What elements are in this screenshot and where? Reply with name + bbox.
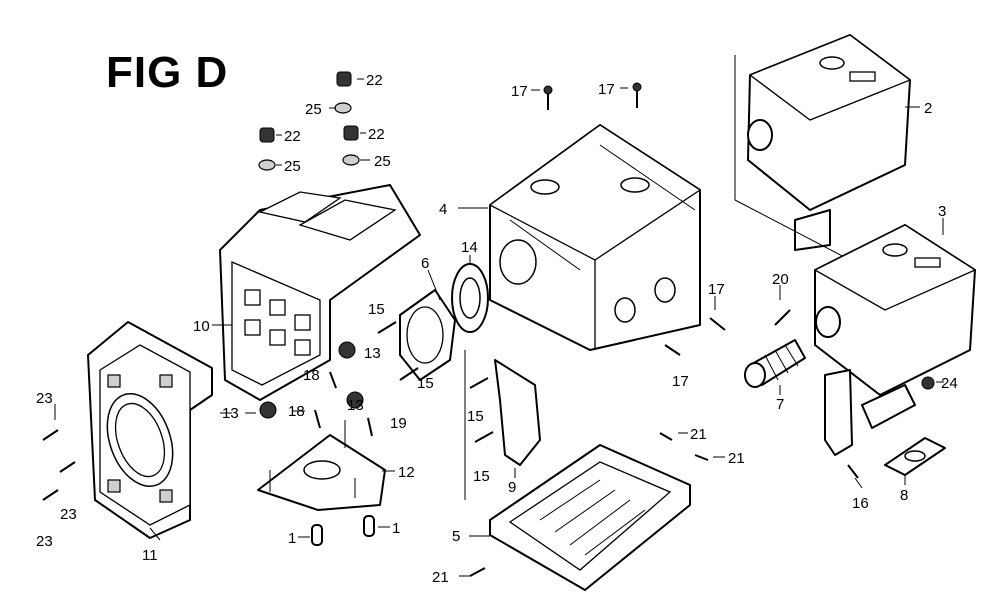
callout-4: 4 <box>439 201 447 218</box>
callout-18: 18 <box>303 367 320 384</box>
callout-11: 11 <box>142 547 158 564</box>
part-2-muffler <box>734 34 912 261</box>
callout-17: 17 <box>708 281 725 298</box>
callout-22: 22 <box>366 72 383 89</box>
callout-23: 23 <box>36 390 53 407</box>
callout-1: 1 <box>392 520 400 537</box>
callout-21: 21 <box>432 569 449 586</box>
part-9-bracket <box>464 350 541 500</box>
part-6-cover <box>399 289 456 381</box>
part-7-spark-arrester <box>744 339 806 388</box>
part-12-mounting-plate <box>257 420 386 511</box>
callout-13: 13 <box>222 405 239 422</box>
part-5-guard <box>489 444 691 591</box>
callout-leaders <box>54 78 944 577</box>
callout-21: 21 <box>728 450 745 467</box>
figure-title: FIG D <box>106 48 229 97</box>
callout-15: 15 <box>473 468 490 485</box>
part-11-base-plate <box>87 321 213 539</box>
fasteners-nuts-washers <box>258 71 935 419</box>
callout-5: 5 <box>452 528 460 545</box>
callout-24: 24 <box>941 375 958 392</box>
callout-2: 2 <box>924 100 932 117</box>
callout-21: 21 <box>690 426 707 443</box>
callout-16: 16 <box>852 495 869 512</box>
callout-23: 23 <box>36 533 53 550</box>
callout-15: 15 <box>368 301 385 318</box>
callout-22: 22 <box>368 126 385 143</box>
callout-25: 25 <box>305 101 322 118</box>
callout-14: 14 <box>461 239 478 256</box>
callout-18: 18 <box>288 403 305 420</box>
callout-labels: 22 25 22 25 22 25 17 17 4 2 3 6 14 20 17… <box>36 72 958 586</box>
callout-13: 13 <box>347 397 364 414</box>
fasteners-bolts <box>42 82 859 577</box>
callout-25: 25 <box>374 153 391 170</box>
part-1-dowel-pins <box>311 515 375 546</box>
callout-15: 15 <box>467 408 484 425</box>
callout-7: 7 <box>776 396 784 413</box>
callout-17: 17 <box>672 373 689 390</box>
part-8-gasket <box>884 437 946 476</box>
part-3-muffler <box>813 224 977 456</box>
callout-15: 15 <box>417 375 434 392</box>
callout-17: 17 <box>511 83 528 100</box>
callout-13: 13 <box>364 345 381 362</box>
callout-23: 23 <box>60 506 77 523</box>
callout-20: 20 <box>772 271 789 288</box>
part-14-gasket <box>451 263 489 333</box>
callout-8: 8 <box>900 487 908 504</box>
callout-6: 6 <box>421 255 429 272</box>
callout-3: 3 <box>938 203 946 220</box>
callout-1: 1 <box>288 530 296 547</box>
callout-9: 9 <box>508 479 516 496</box>
callout-25: 25 <box>284 158 301 175</box>
callout-22: 22 <box>284 128 301 145</box>
callout-19: 19 <box>390 415 407 432</box>
callout-17: 17 <box>598 81 615 98</box>
callout-10: 10 <box>193 318 210 335</box>
callout-12: 12 <box>398 464 415 481</box>
part-4-muffler-protector <box>488 124 702 351</box>
part-10-manifold-plate <box>219 184 421 401</box>
